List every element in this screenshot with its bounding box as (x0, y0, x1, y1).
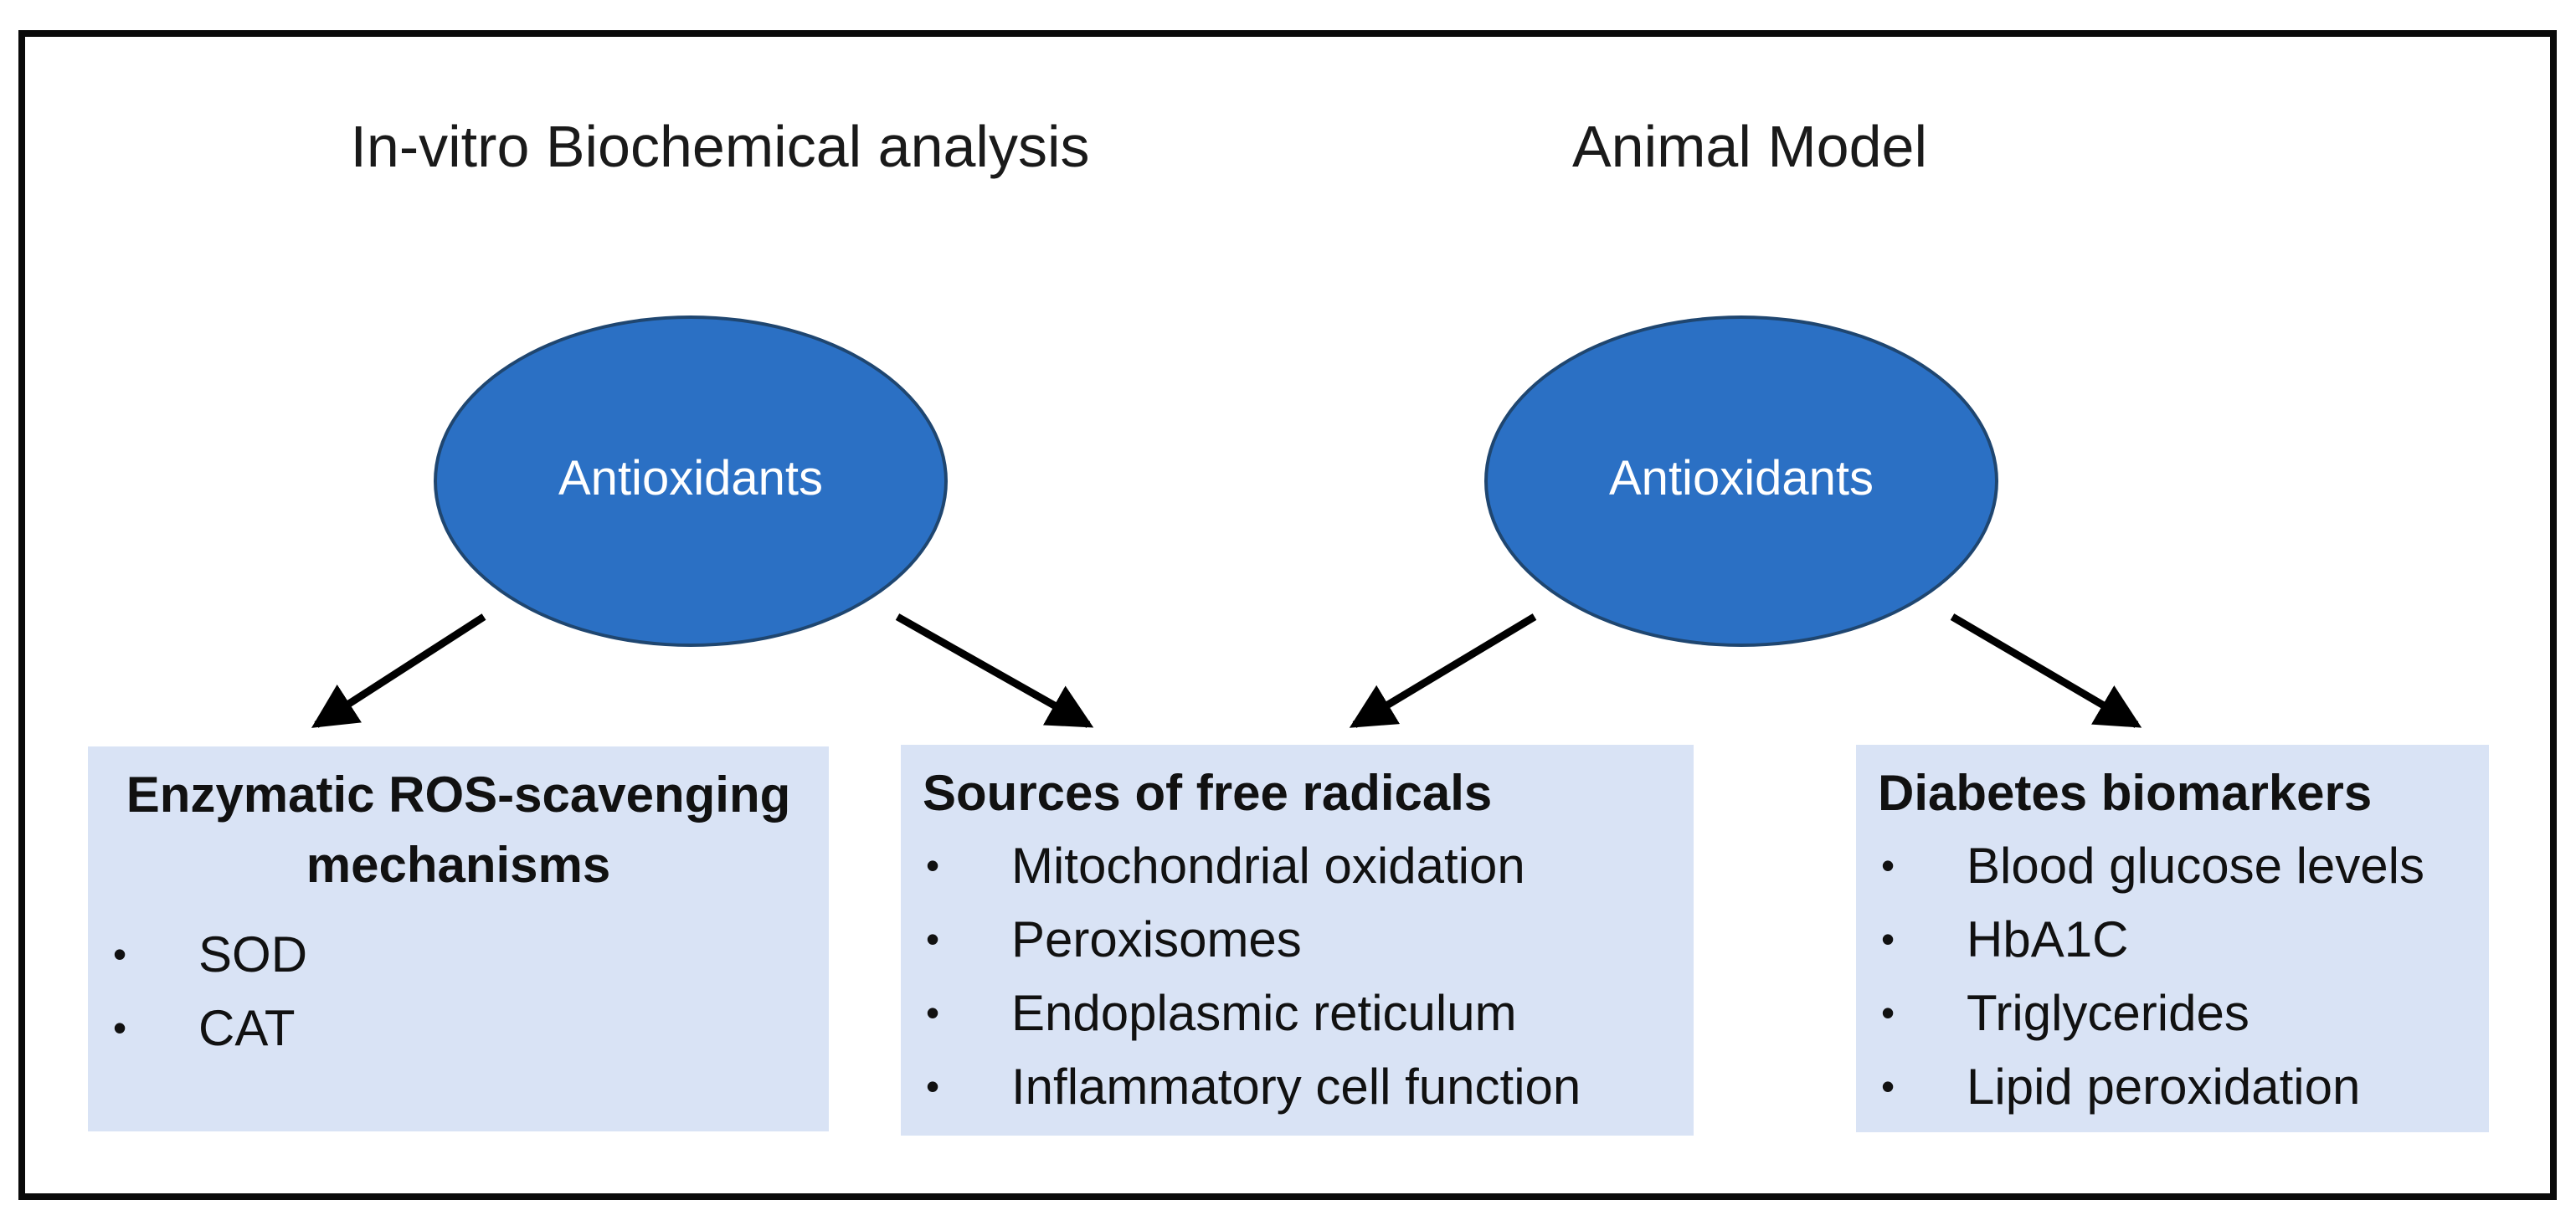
box-diabetes-biomarkers: Diabetes biomarkers • Blood glucose leve… (1856, 745, 2489, 1132)
box-title: Sources of free radicals (923, 765, 1493, 821)
list-item: • Endoplasmic reticulum (923, 976, 1672, 1049)
list-item: • Peroxisomes (923, 902, 1672, 976)
list-item: • SOD (110, 917, 807, 991)
bullet-icon: • (1881, 844, 1895, 887)
bullet-icon: • (113, 932, 127, 976)
section-title-invitro: In-vitro Biochemical analysis (350, 114, 1090, 179)
list-item: • Inflammatory cell function (923, 1049, 1672, 1123)
figure-border (18, 30, 2557, 1200)
list-item: • Triglycerides (1878, 976, 2467, 1049)
section-title-animal-model: Animal Model (1571, 114, 1928, 179)
list-item: • CAT (110, 991, 807, 1064)
bullet-icon: • (113, 1006, 127, 1049)
list-item: • Blood glucose levels (1878, 828, 2467, 902)
bullet-icon: • (926, 1064, 940, 1108)
antioxidants-ellipse-right: Antioxidants (1484, 315, 1998, 647)
box-sources-of-free-radicals: Sources of free radicals • Mitochondrial… (901, 745, 1694, 1136)
box-enzymatic-ros-scavenging: Enzymatic ROS-scavenging mechanisms • SO… (88, 746, 829, 1131)
list-item: • Mitochondrial oxidation (923, 828, 1672, 902)
bullet-list: • Mitochondrial oxidation • Peroxisomes … (923, 828, 1672, 1123)
bullet-list: • SOD • CAT (110, 917, 807, 1064)
bullet-icon: • (1881, 991, 1895, 1034)
list-item: • Lipid peroxidation (1878, 1049, 2467, 1123)
bullet-icon: • (1881, 1064, 1895, 1108)
bullet-list: • Blood glucose levels • HbA1C • Triglyc… (1878, 828, 2467, 1123)
antioxidants-ellipse-left: Antioxidants (434, 315, 948, 647)
bullet-icon: • (1881, 917, 1895, 961)
box-title: Diabetes biomarkers (1878, 765, 2373, 821)
antioxidants-label-right: Antioxidants (1609, 451, 1874, 505)
box-title: Enzymatic ROS-scavenging mechanisms (126, 767, 791, 893)
bullet-icon: • (926, 844, 940, 887)
bullet-icon: • (926, 991, 940, 1034)
list-item: • HbA1C (1878, 902, 2467, 976)
antioxidants-label-left: Antioxidants (558, 451, 823, 505)
bullet-icon: • (926, 917, 940, 961)
